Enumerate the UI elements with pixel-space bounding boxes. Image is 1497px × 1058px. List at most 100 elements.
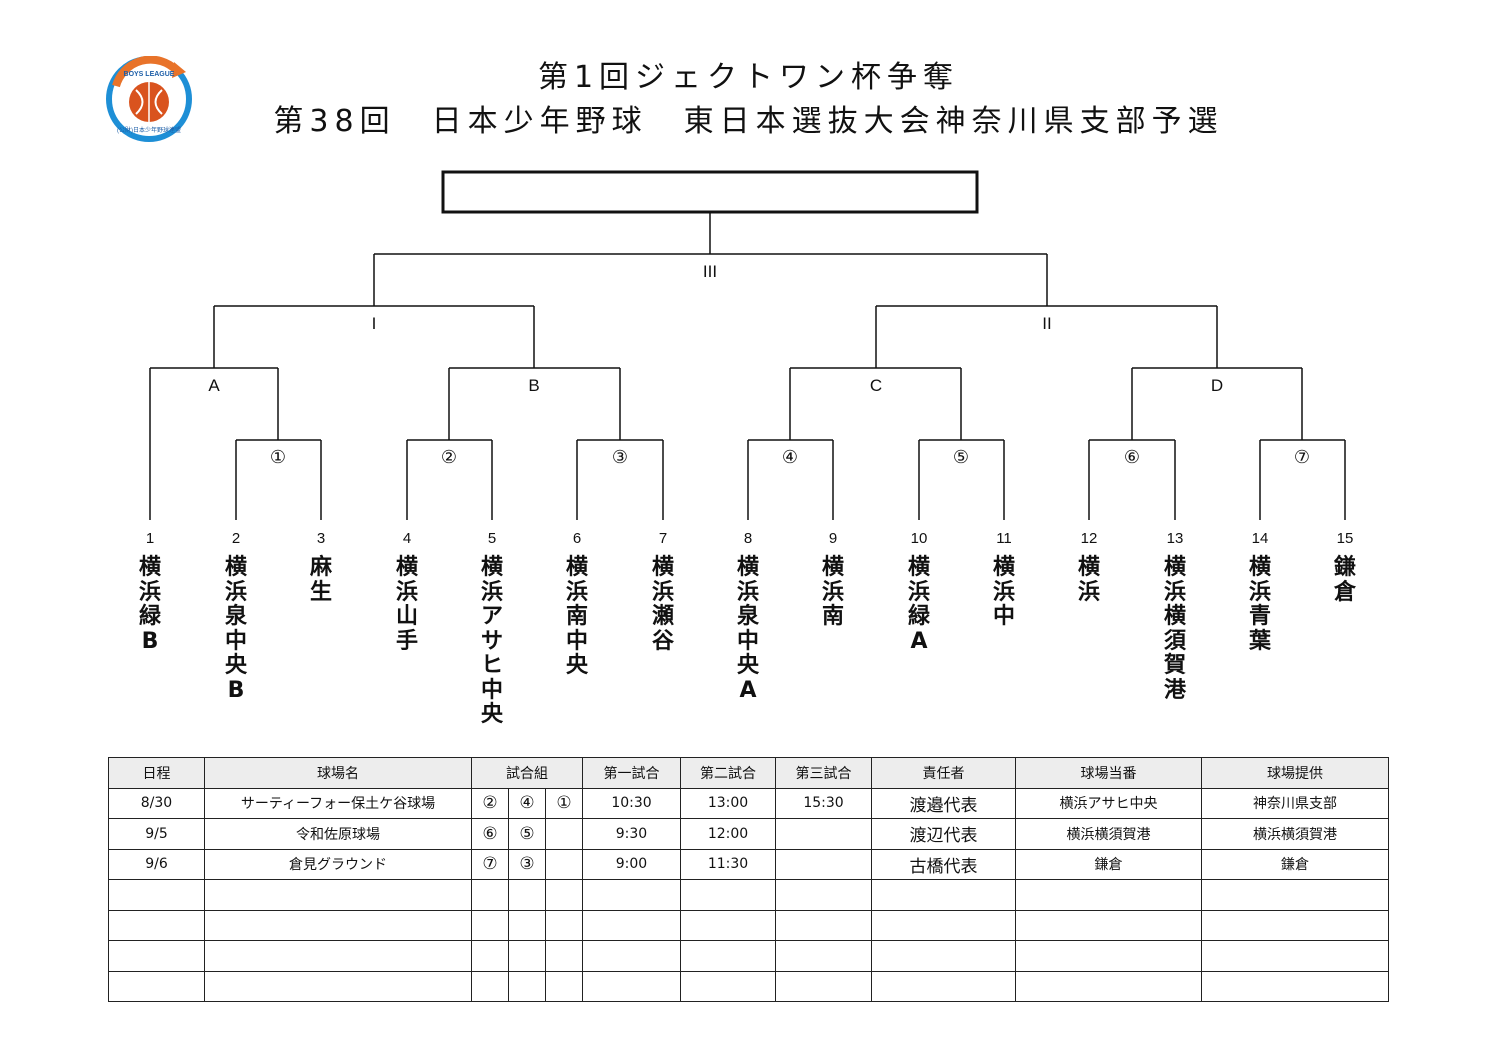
boys-league-logo: BOYS LEAGUE (公財)日本少年野球連盟 [106, 56, 192, 142]
seed-number: 2 [232, 530, 240, 547]
schedule-empty-cell [204, 879, 472, 911]
seed-number: 11 [996, 530, 1012, 547]
schedule-cell-date: 9/6 [108, 848, 205, 880]
round-label-a: A [208, 376, 220, 395]
team-name: 横浜山手 [395, 555, 418, 654]
schedule-empty-cell [204, 970, 472, 1002]
round-label-b: B [528, 376, 539, 395]
schedule-cell-m2: ③ [508, 848, 546, 880]
game-label-2: ② [441, 447, 457, 468]
schedule-empty-cell [775, 909, 872, 941]
schedule-empty-cell [582, 909, 681, 941]
round-label-c: C [870, 376, 882, 395]
schedule-empty-cell [545, 909, 583, 941]
schedule-cell-duty: 横浜横須賀港 [1015, 818, 1202, 850]
schedule-cell-g2: 11:30 [680, 848, 776, 880]
schedule-cell-date: 8/30 [108, 787, 205, 819]
logo-bottom-text: (公財)日本少年野球連盟 [117, 126, 181, 134]
game-label-3: ③ [612, 447, 628, 468]
schedule-empty-row [108, 909, 1389, 941]
round-label-semi-left: I [372, 314, 377, 333]
seed-number: 10 [911, 530, 928, 547]
schedule-cell-duty: 鎌倉 [1015, 848, 1202, 880]
schedule-empty-cell [1201, 909, 1389, 941]
seed-number: 13 [1167, 530, 1184, 547]
schedule-empty-cell [871, 940, 1016, 972]
schedule-empty-cell [680, 879, 776, 911]
schedule-empty-cell [1015, 879, 1202, 911]
game-label-6: ⑥ [1124, 447, 1140, 468]
schedule-empty-cell [1015, 970, 1202, 1002]
schedule-empty-cell [204, 909, 472, 941]
team-name: 麻生 [309, 555, 332, 605]
schedule-empty-cell [775, 879, 872, 911]
schedule-empty-cell [108, 879, 205, 911]
schedule-empty-cell [1015, 940, 1202, 972]
header-game2: 第二試合 [680, 757, 776, 789]
schedule-empty-cell [582, 940, 681, 972]
team-name: 横浜南 [821, 555, 844, 629]
schedule-table: 日程 球場名 試合組 第一試合 第二試合 第三試合 責任者 球場当番 球場提供 … [108, 757, 1389, 1002]
schedule-cell-manager: 渡辺代表 [871, 818, 1016, 850]
round-label-semi-right: II [1042, 314, 1051, 333]
schedule-empty-cell [1201, 970, 1389, 1002]
header-game1: 第一試合 [582, 757, 681, 789]
schedule-cell-m2: ⑤ [508, 818, 546, 850]
schedule-cell-g1: 9:30 [582, 818, 681, 850]
header-duty: 球場当番 [1015, 757, 1202, 789]
seed-number: 5 [488, 530, 496, 547]
game-label-7: ⑦ [1294, 447, 1310, 468]
bracket-lines [149, 170, 1346, 520]
schedule-cell-g2: 13:00 [680, 787, 776, 819]
round-label-d: D [1211, 376, 1223, 395]
schedule-empty-cell [545, 970, 583, 1002]
schedule-empty-cell [508, 879, 546, 911]
schedule-empty-cell [1201, 879, 1389, 911]
schedule-cell-provider: 横浜横須賀港 [1201, 818, 1389, 850]
header-date: 日程 [108, 757, 205, 789]
team-name: 横浜瀬谷 [651, 555, 674, 654]
team-name: 横浜南中央 [565, 555, 588, 678]
schedule-cell-manager: 渡邉代表 [871, 787, 1016, 819]
schedule-empty-row [108, 879, 1389, 911]
header-provider: 球場提供 [1201, 757, 1389, 789]
team-name: 横浜 [1077, 555, 1100, 605]
schedule-cell-g3 [775, 818, 872, 850]
schedule-header-row: 日程 球場名 試合組 第一試合 第二試合 第三試合 責任者 球場当番 球場提供 [108, 757, 1389, 789]
seed-number: 1 [146, 530, 154, 547]
seed-number: 6 [573, 530, 581, 547]
schedule-cell-m3 [545, 818, 583, 850]
seed-number: 3 [317, 530, 325, 547]
tournament-title: 第1回ジェクトワン杯争奪 [537, 60, 960, 95]
team-name: 横浜アサヒ中央 [480, 555, 503, 727]
schedule-empty-cell [871, 879, 1016, 911]
seed-number: 12 [1081, 530, 1098, 547]
schedule-cell-m3: ① [545, 787, 583, 819]
header-matchups: 試合組 [471, 757, 583, 789]
seed-number: 7 [659, 530, 667, 547]
schedule-empty-cell [471, 909, 509, 941]
schedule-cell-venue: 令和佐原球場 [204, 818, 472, 850]
schedule-cell-date: 9/5 [108, 818, 205, 850]
schedule-empty-cell [108, 970, 205, 1002]
schedule-empty-cell [680, 970, 776, 1002]
schedule-cell-venue: サーティーフォー保土ケ谷球場 [204, 787, 472, 819]
schedule-cell-m1: ② [471, 787, 509, 819]
schedule-empty-cell [108, 940, 205, 972]
schedule-empty-cell [775, 970, 872, 1002]
schedule-empty-cell [545, 879, 583, 911]
seed-number: 9 [829, 530, 837, 547]
schedule-empty-cell [871, 909, 1016, 941]
schedule-empty-cell [108, 909, 205, 941]
seed-number: 15 [1337, 530, 1354, 547]
schedule-cell-m1: ⑥ [471, 818, 509, 850]
